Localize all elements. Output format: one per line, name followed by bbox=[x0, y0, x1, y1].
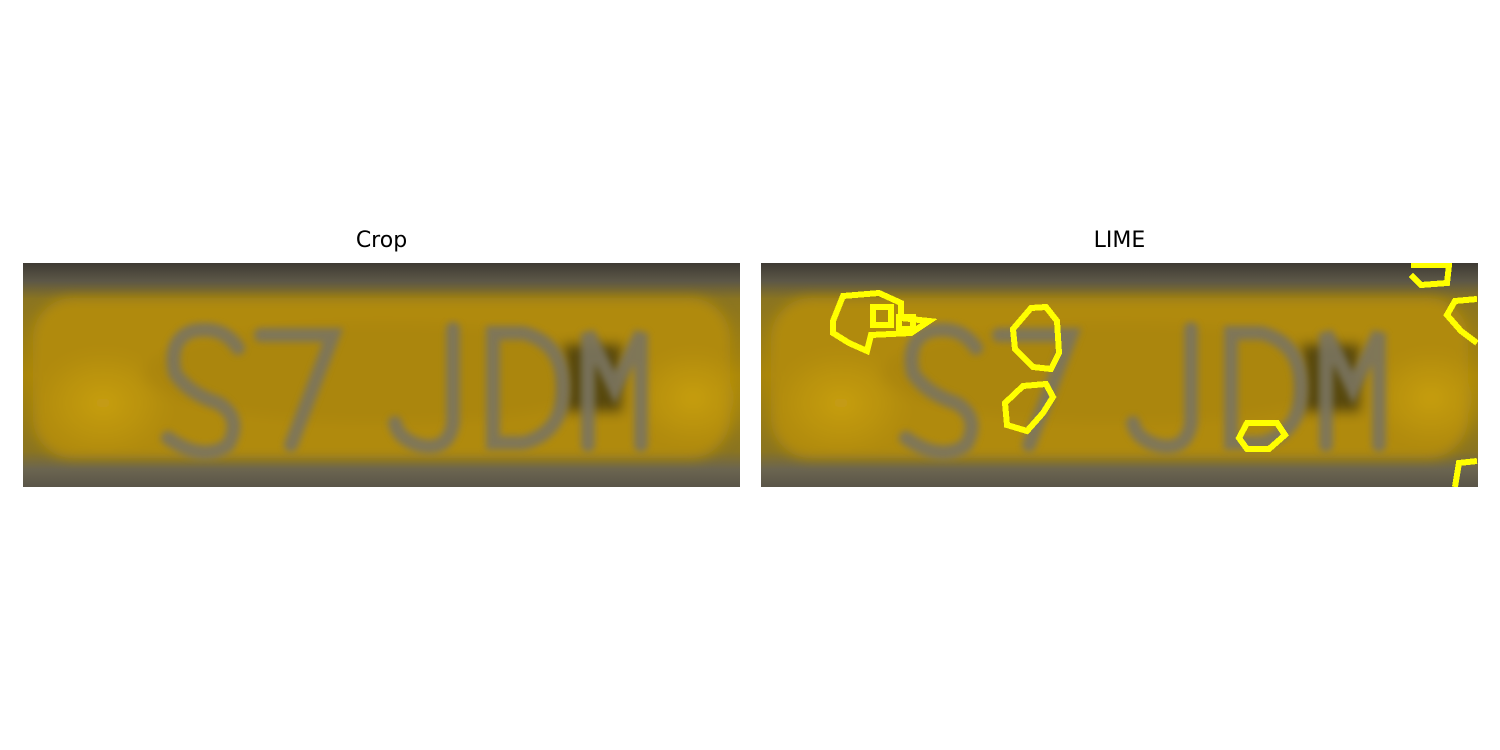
lime-segment-outline bbox=[1452, 458, 1478, 487]
lime-segment-outline bbox=[1001, 380, 1057, 435]
lime-image bbox=[761, 263, 1478, 487]
lime-segment-outline bbox=[896, 314, 916, 332]
lime-segment-outline bbox=[1443, 296, 1478, 346]
lime-segment-outline bbox=[870, 304, 894, 328]
lime-segment-outline bbox=[1009, 303, 1063, 373]
crop-image bbox=[23, 263, 740, 487]
lime-segment-outline bbox=[1408, 263, 1453, 289]
lime-segment-outline bbox=[1235, 420, 1289, 452]
lime-segment-outline bbox=[830, 289, 938, 356]
crop-panel-title: Crop bbox=[355, 228, 408, 253]
lime-panel-title: LIME bbox=[1093, 228, 1146, 253]
